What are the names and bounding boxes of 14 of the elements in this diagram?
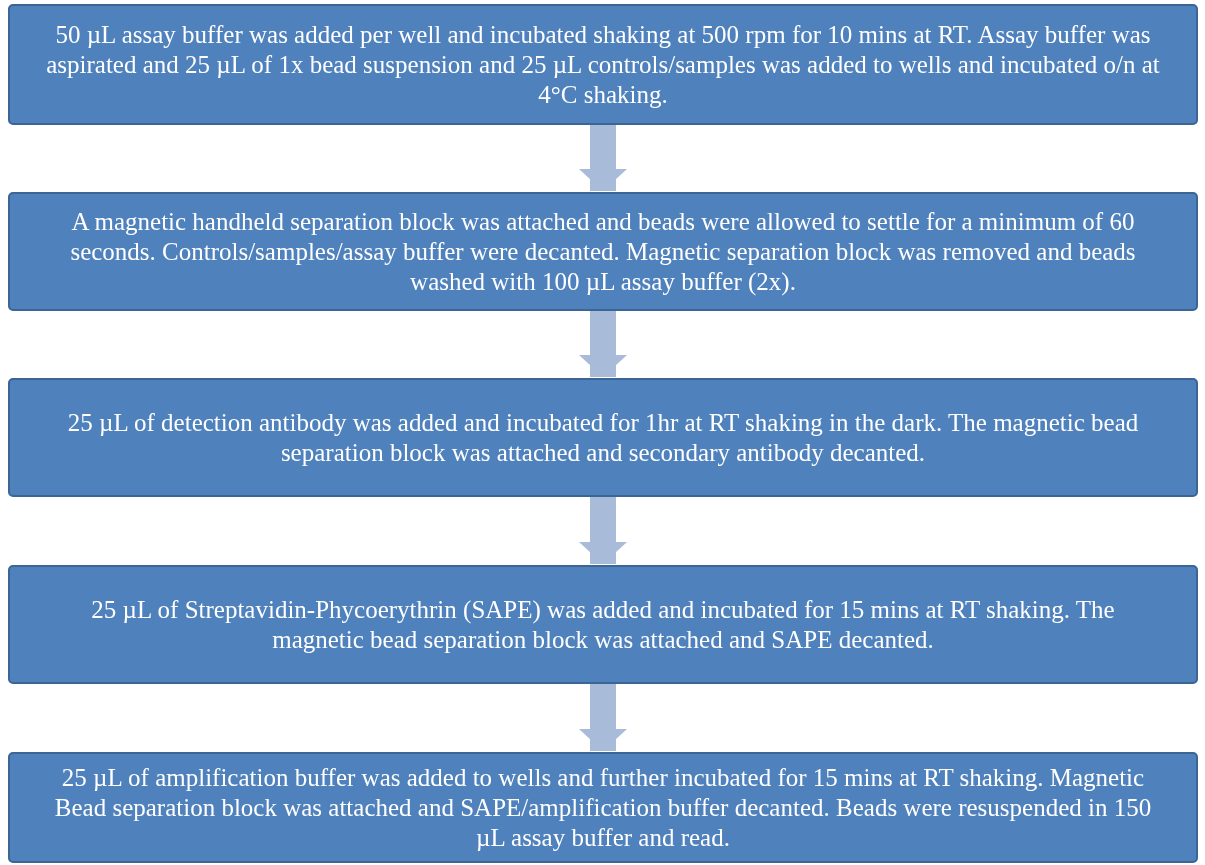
block-arrow xyxy=(579,125,627,191)
block-arrow xyxy=(579,684,627,751)
step-text: 25 µL of amplification buffer was added to wells and further incubated for 15 mins at RT shaking. Magnetic Bead separation block was attached and SAPE/amplification buffer decanted. Beads were resuspended in 150 µL assay buffer and read. xyxy=(53,762,1153,853)
step-text: 25 µL of detection antibody was added and incubated for 1hr at RT shaking in the dark. The magnetic bead separation block was attached and secondary antibody decanted. xyxy=(66,407,1140,468)
process-box xyxy=(8,4,1198,125)
process-box xyxy=(8,752,1198,863)
step-text: 50 µL assay buffer was added per well and incubated shaking at 500 rpm for 10 mins at RT. Assay buffer was aspirated and 25 µL of 1x bead suspension and 25 µL controls/samples was added to wells and incubated o/n at 4°C shaking. xyxy=(45,19,1161,110)
step-text: A magnetic handheld separation block was attached and beads were allowed to settle for a minimum of 60 seconds. Controls/samples/assay buffer were decanted. Magnetic separation block was removed and beads washed with 100 µL assay buffer (2x). xyxy=(69,206,1137,297)
process-box xyxy=(8,192,1198,311)
block-arrow xyxy=(579,311,627,377)
step-text: 25 µL of Streptavidin-Phycoerythrin (SAPE) was added and incubated for 15 mins at RT shaking. The magnetic bead separation block was attached and SAPE decanted. xyxy=(90,594,1116,655)
block-arrow xyxy=(579,497,627,564)
process-box xyxy=(8,378,1198,497)
process-box xyxy=(8,565,1198,684)
